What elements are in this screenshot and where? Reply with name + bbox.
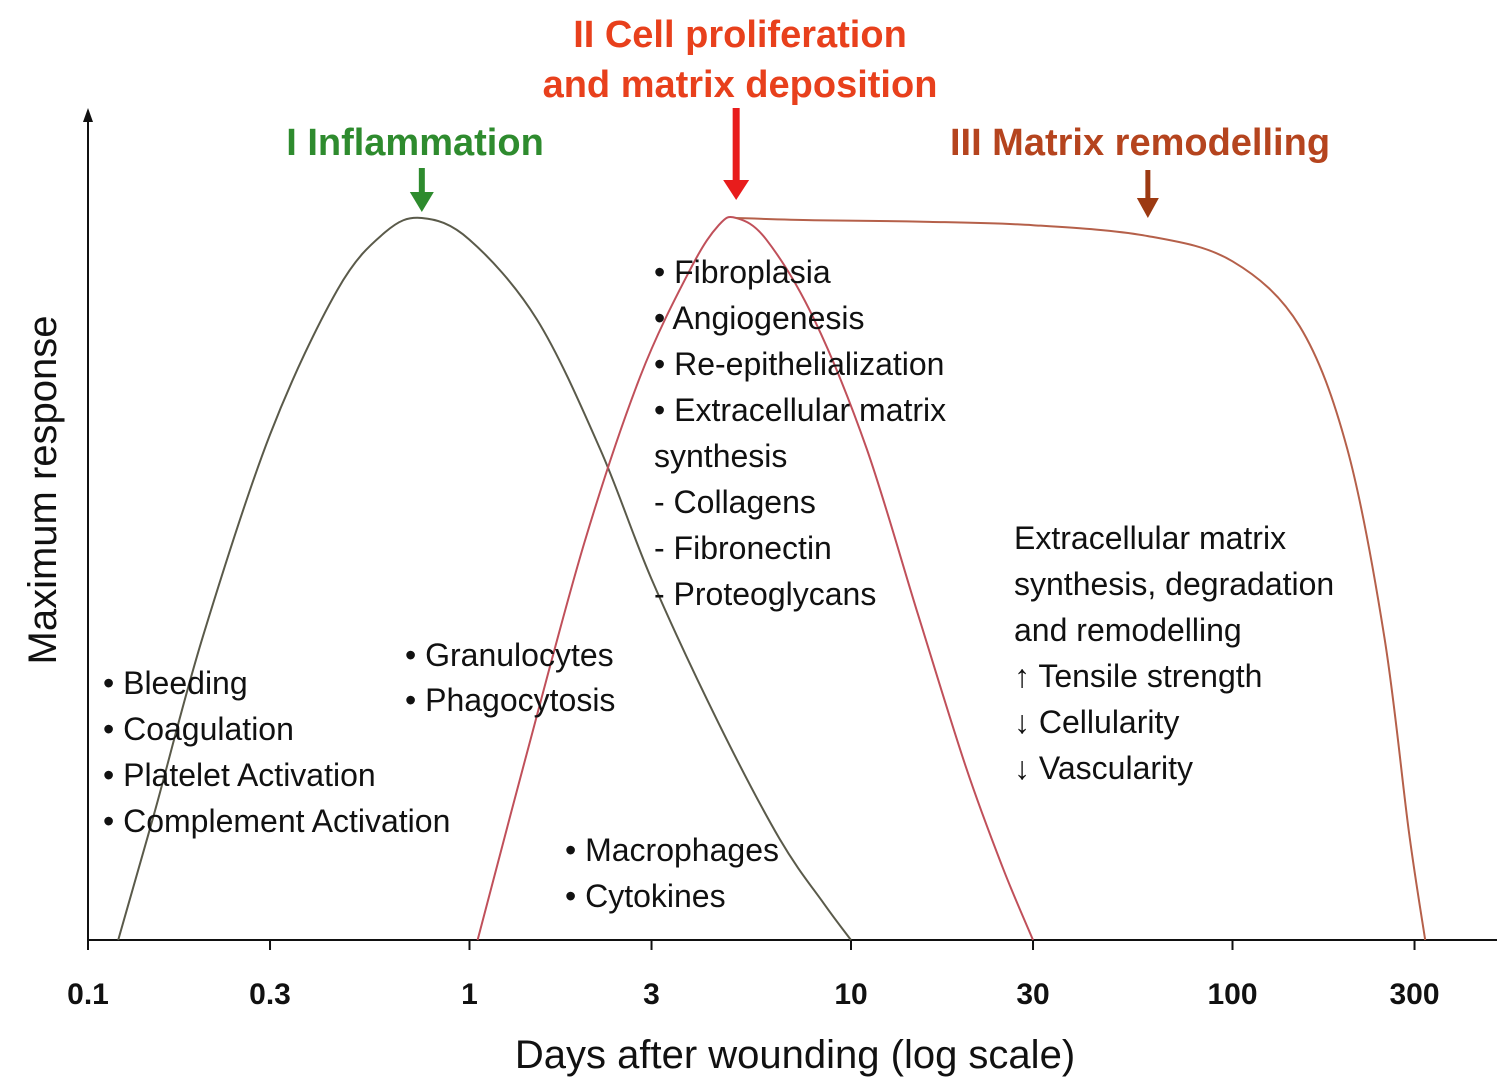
x-axis-title: Days after wounding (log scale) <box>515 1033 1075 1077</box>
x-tick-label: 1 <box>461 978 478 1011</box>
phase-arrow-shaft <box>1145 170 1151 198</box>
inflammation-curve <box>117 216 852 941</box>
annotation-line: ↓ Cellularity <box>1014 704 1179 740</box>
x-tick-label: 30 <box>1016 978 1049 1011</box>
proliferation-curve <box>476 215 1034 941</box>
phase-label: II Cell proliferation <box>573 14 907 56</box>
phase-labels: I Inflammation II Cell proliferation and m… <box>286 14 1330 218</box>
phase-label: I Inflammation <box>286 122 544 164</box>
annotation-line: • Phagocytosis <box>405 682 615 718</box>
phase-arrow-shaft <box>732 108 740 180</box>
annotation-line: • Cytokines <box>565 878 726 914</box>
phase-label: III Matrix remodelling <box>950 122 1330 164</box>
annotation-line: - Collagens <box>654 484 816 520</box>
annotation-line: • Extracellular matrix <box>654 392 946 428</box>
annotation-line: • Platelet Activation <box>103 757 376 793</box>
phase-arrow-head <box>723 180 750 200</box>
annotation-line: ↓ Vascularity <box>1014 750 1193 786</box>
x-tick-label: 3 <box>643 978 660 1011</box>
x-tick-label: 300 <box>1389 978 1439 1011</box>
annotation-line: • Re-epithelialization <box>654 346 944 382</box>
x-tick-label: 100 <box>1207 978 1257 1011</box>
phase-arrow-head <box>409 192 434 212</box>
annotation-line: • Fibroplasia <box>654 254 831 290</box>
annotation-line: synthesis <box>654 438 787 474</box>
annotation-line: ↑ Tensile strength <box>1014 658 1262 694</box>
phase-label: and matrix deposition <box>543 64 938 106</box>
annotation-line: and remodelling <box>1014 612 1242 648</box>
annotation-line: • Bleeding <box>103 665 248 701</box>
x-tick-label: 0.1 <box>67 978 109 1011</box>
y-axis-title: Maximum response <box>21 315 65 664</box>
axes: 0.1 0.3 1 3 10 30 100 300 <box>67 108 1497 1011</box>
annotations: • Bleeding • Coagulation • Platelet Activa… <box>103 254 1334 914</box>
annotation-line: • Complement Activation <box>103 803 450 839</box>
annotation-line: • Macrophages <box>565 832 779 868</box>
phase-arrow-shaft <box>418 168 425 192</box>
annotation-line: - Proteoglycans <box>654 576 876 612</box>
phase-curves <box>117 215 1427 941</box>
x-tick-label: 10 <box>834 978 867 1011</box>
annotation-line: Extracellular matrix <box>1014 520 1286 556</box>
annotation-line: - Fibronectin <box>654 530 832 566</box>
annotation-line: • Angiogenesis <box>654 300 864 336</box>
y-axis-arrowhead <box>83 108 93 122</box>
annotation-line: synthesis, degradation <box>1014 566 1334 602</box>
x-tick-label: 0.3 <box>249 978 291 1011</box>
phase-arrow-head <box>1136 198 1159 218</box>
annotation-line: • Granulocytes <box>405 637 614 673</box>
annotation-line: • Coagulation <box>103 711 294 747</box>
remodelling-curve <box>736 217 1427 941</box>
